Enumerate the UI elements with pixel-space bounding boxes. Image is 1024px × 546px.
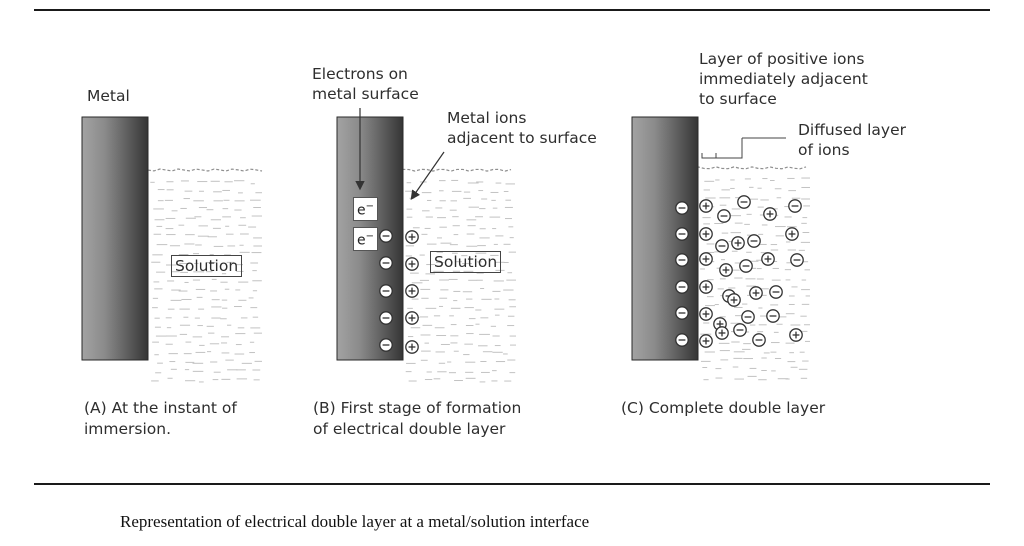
electrons-label-line2: metal surface xyxy=(312,85,419,103)
positive-ion-icon xyxy=(699,252,713,266)
positive-ion-icon xyxy=(405,311,419,325)
positive-ion-icon xyxy=(785,227,799,241)
solution-label-a: Solution xyxy=(171,255,243,277)
positive-layer-bracket xyxy=(701,153,717,159)
caption-c: (C) Complete double layer xyxy=(621,399,826,417)
positive-ion-icon xyxy=(763,207,777,221)
negative-ion-icon xyxy=(790,253,804,267)
positive-ion-icon xyxy=(761,252,775,266)
metal-ions-label-line2: adjacent to surface xyxy=(447,129,597,147)
negative-ion-icon xyxy=(379,311,393,325)
negative-ion-icon xyxy=(379,256,393,270)
positive-layer-label-line1: Layer of positive ions xyxy=(699,50,865,68)
positive-ion-icon xyxy=(405,284,419,298)
positive-ion-icon xyxy=(699,280,713,294)
negative-ion-icon xyxy=(379,229,393,243)
negative-ion-icon xyxy=(747,234,761,248)
metal-ion-arrow xyxy=(410,151,445,200)
solution-region-a xyxy=(147,168,263,383)
bottom-rule xyxy=(34,483,990,485)
positive-ion-icon xyxy=(405,340,419,354)
diffused-layer-label-line1: Diffused layer xyxy=(798,121,907,139)
negative-ion-icon xyxy=(675,227,689,241)
negative-ion-icon xyxy=(739,259,753,273)
negative-ion-icon xyxy=(715,239,729,253)
solution-region-c xyxy=(697,166,810,381)
positive-ion-icon xyxy=(719,263,733,277)
solution-region-b xyxy=(402,168,516,383)
negative-ion-icon xyxy=(752,333,766,347)
diffused-layer-bracket xyxy=(716,150,743,159)
positive-ion-icon xyxy=(731,236,745,250)
caption-a-line2: immersion. xyxy=(84,420,172,438)
ion-symbols xyxy=(379,195,804,354)
positive-ion-icon xyxy=(699,334,713,348)
top-rule xyxy=(34,9,990,11)
positive-ion-icon xyxy=(749,286,763,300)
solution-surface xyxy=(402,168,512,172)
caption-b-line1: (B) First stage of formation xyxy=(313,399,522,417)
caption-a-line1: (A) At the instant of xyxy=(84,399,237,417)
electrons-label-line1: Electrons on xyxy=(312,65,408,83)
negative-ion-icon xyxy=(766,309,780,323)
negative-ion-icon xyxy=(733,323,747,337)
positive-ion-icon xyxy=(789,328,803,342)
negative-ion-icon xyxy=(675,201,689,215)
metal-label: Metal xyxy=(87,87,130,105)
figure-caption: Representation of electrical double laye… xyxy=(120,512,590,531)
positive-ion-icon xyxy=(699,199,713,213)
negative-ion-icon xyxy=(769,285,783,299)
electron-symbol: e xyxy=(357,232,366,249)
metal-plate-c xyxy=(631,116,699,361)
negative-ion-icon xyxy=(741,310,755,324)
electron-box-2: e− xyxy=(353,227,379,251)
positive-layer-label-line2: immediately adjacent xyxy=(699,70,868,88)
positive-ion-icon xyxy=(699,227,713,241)
solution-surface xyxy=(697,166,807,170)
positive-ion-icon xyxy=(405,230,419,244)
diffused-layer-label-line2: of ions xyxy=(798,141,850,159)
solution-surface xyxy=(147,168,263,172)
positive-ion-icon xyxy=(727,293,741,307)
electron-sign: − xyxy=(365,201,375,212)
negative-ion-icon xyxy=(379,338,393,352)
metal-plate-a xyxy=(81,116,149,361)
positive-ion-icon xyxy=(405,257,419,271)
positive-ion-icon xyxy=(715,326,729,340)
caption-b-line2: of electrical double layer xyxy=(313,420,506,438)
metal-ions-label-line1: Metal ions xyxy=(447,109,527,127)
negative-ion-icon xyxy=(675,280,689,294)
negative-ion-icon xyxy=(675,253,689,267)
positive-layer-label-line3: to surface xyxy=(699,90,777,108)
negative-ion-icon xyxy=(675,333,689,347)
solution-label-b: Solution xyxy=(430,251,502,273)
electron-box-1: e− xyxy=(353,197,379,221)
electron-symbol: e xyxy=(357,202,366,219)
electron-sign: − xyxy=(365,231,375,242)
positive-ion-icon xyxy=(699,307,713,321)
negative-ion-icon xyxy=(379,284,393,298)
negative-ion-icon xyxy=(717,209,731,223)
negative-ion-icon xyxy=(737,195,751,209)
negative-ion-icon xyxy=(675,306,689,320)
negative-ion-icon xyxy=(788,199,802,213)
